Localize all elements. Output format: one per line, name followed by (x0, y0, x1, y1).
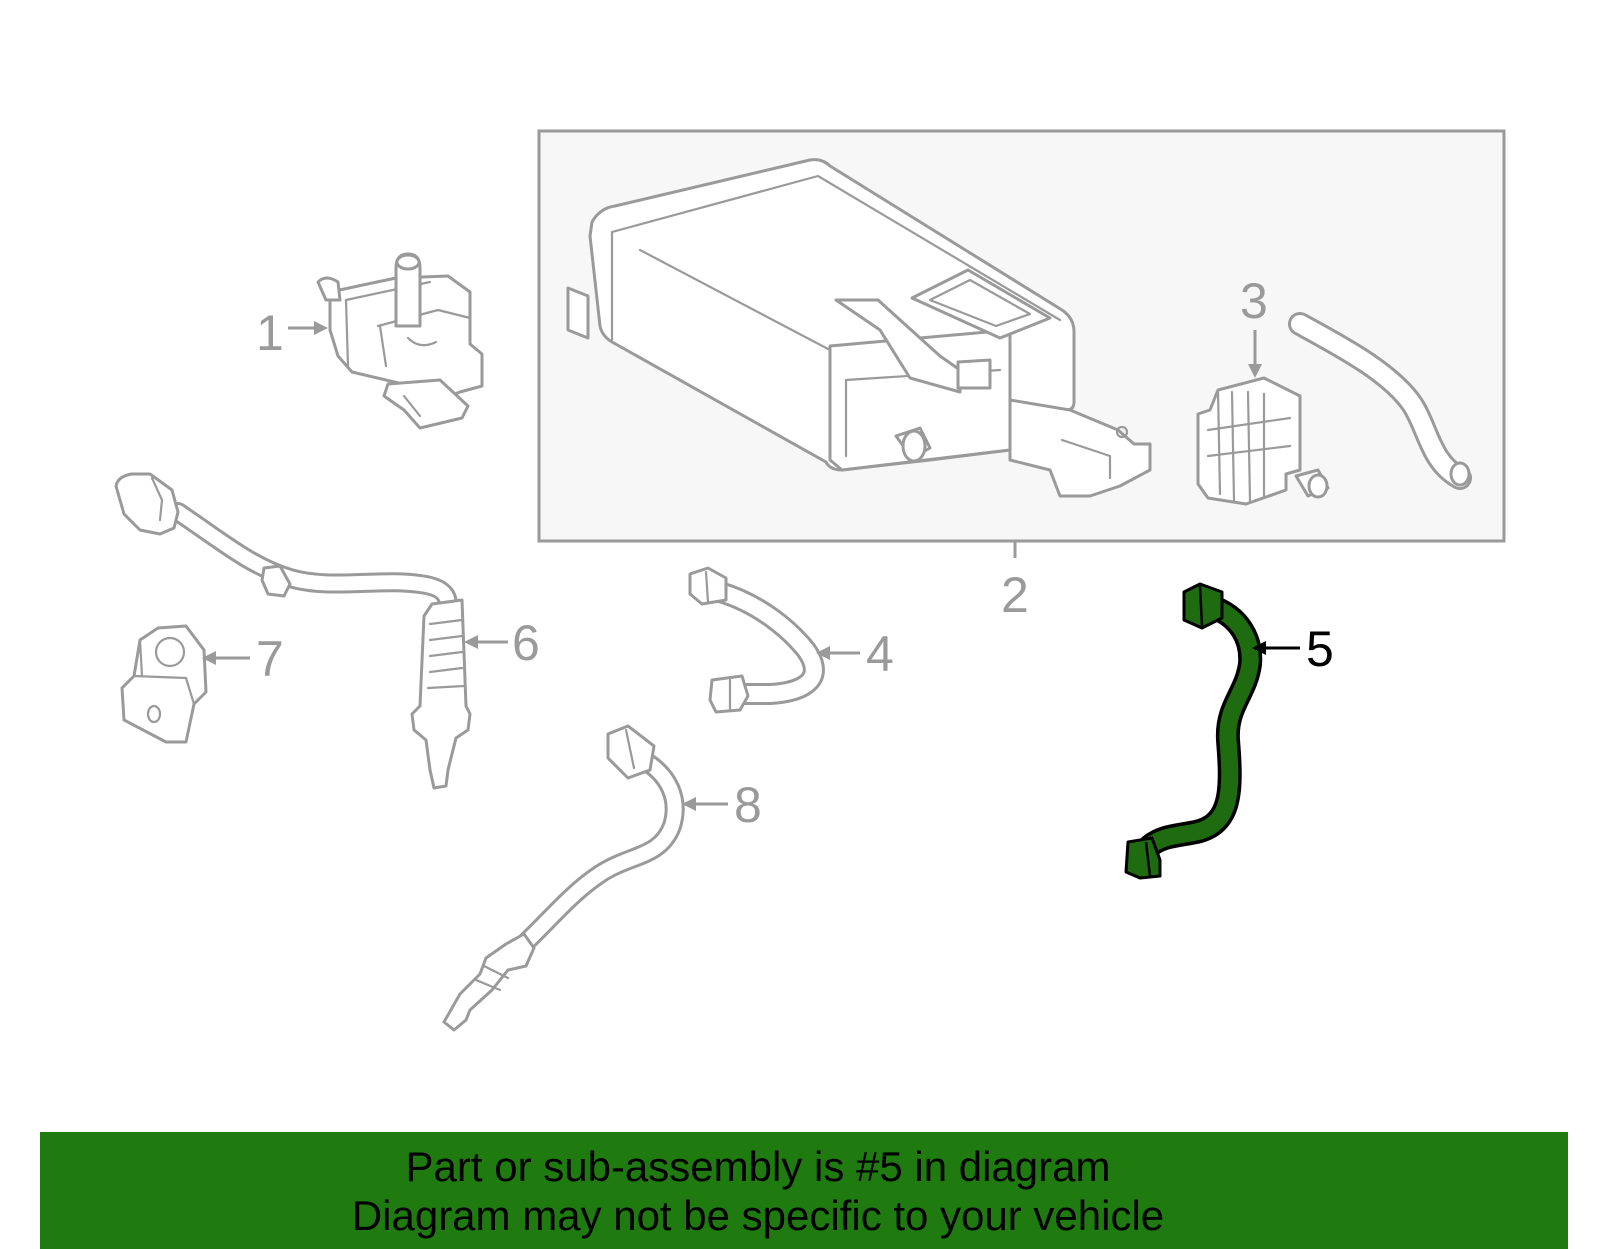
callout-8: 8 (734, 777, 762, 833)
wiring-harness-4 (688, 566, 825, 714)
highlighted-hose-part-5 (1124, 582, 1263, 880)
callout-3: 3 (1240, 273, 1268, 329)
callout-8-arrow (682, 797, 728, 811)
purge-valve (316, 252, 484, 430)
callout-4: 4 (866, 626, 894, 682)
callout-2: 2 (1001, 567, 1029, 623)
oxygen-sensor-downstream (442, 724, 685, 1032)
callout-7-arrow (202, 651, 250, 665)
mounting-bracket (120, 624, 208, 744)
callout-6-arrow (464, 635, 508, 649)
callout-5: 5 (1306, 621, 1334, 677)
canister-vent-valve (1196, 376, 1330, 506)
banner-part-line: Part or sub-assembly is #5 in diagram (405, 1143, 1111, 1190)
callout-5-arrow (1252, 641, 1300, 655)
callout-3-arrow (1248, 330, 1262, 378)
callout-6: 6 (512, 615, 540, 671)
callout-4-arrow (816, 646, 860, 660)
banner-disclaimer-line: Diagram may not be specific to your vehi… (351, 1192, 1165, 1239)
callout-7: 7 (256, 631, 284, 687)
callout-1-arrow (288, 321, 328, 335)
callout-1: 1 (256, 305, 284, 361)
part-info-banner: Part or sub-assembly is #5 in diagram Di… (40, 1132, 1568, 1249)
oxygen-sensor-upstream (114, 472, 472, 790)
vent-hose (1288, 312, 1472, 490)
charcoal-canister (566, 158, 1152, 498)
